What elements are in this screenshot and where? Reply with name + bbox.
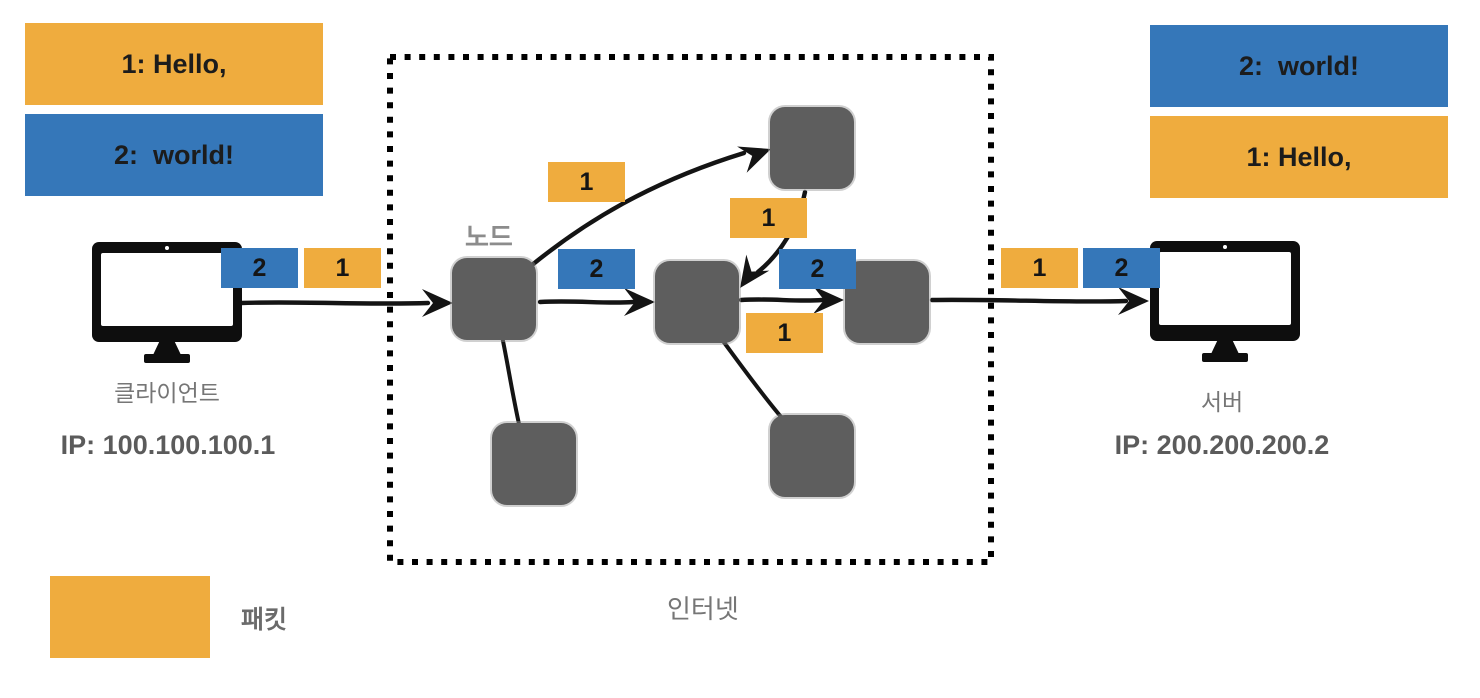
client-ip-label: IP: 100.100.100.1: [60, 430, 276, 460]
client-monitor-icon: [92, 242, 242, 368]
router-node-2: [655, 261, 739, 343]
monitor-camera-dot: [165, 246, 169, 250]
arrow-node1-to-node2: [537, 299, 636, 305]
arrow-node3-to-server: [929, 297, 1129, 304]
router-node-bottom-left: [492, 423, 576, 505]
monitor-stand-base: [144, 354, 190, 363]
packet-server-2: 2: [1083, 248, 1160, 288]
packet-below-node2-1: 1: [746, 313, 823, 353]
router-node-top: [770, 107, 854, 189]
arrow-node2-to-node3: [738, 297, 825, 303]
client-message-1: 1: Hello,: [25, 23, 323, 105]
monitor-stand-neck: [153, 342, 181, 355]
monitor-stand-neck: [1211, 341, 1239, 354]
packet-curve-1: 1: [548, 162, 625, 202]
monitor-camera-dot: [1223, 245, 1227, 249]
server-message-2: 2: world!: [1150, 25, 1448, 107]
arrowhead-node3-server: [1118, 287, 1149, 315]
packet-server-1: 1: [1001, 248, 1078, 288]
server-monitor-icon: [1150, 241, 1300, 367]
link-node1-bottomleft: [500, 334, 521, 426]
internet-label: 인터넷: [667, 594, 739, 624]
monitor-screen: [101, 253, 233, 326]
router-node-bottom-right: [770, 415, 854, 497]
packet-node2-node3-2: 2: [779, 249, 856, 289]
arrowhead-client-node1: [422, 289, 453, 317]
arrowhead-node2-node3: [813, 286, 844, 314]
monitor-screen: [1159, 252, 1291, 325]
server-label: 서버: [1200, 389, 1244, 415]
packet-client-2: 2: [221, 248, 298, 288]
arrowhead-node1-node2: [624, 288, 655, 316]
packet-node1-node2-2: 2: [558, 249, 635, 289]
server-message-1: 1: Hello,: [1150, 116, 1448, 198]
arrow-client-to-node1: [238, 300, 431, 306]
server-ip-label: IP: 200.200.200.2: [1114, 430, 1330, 460]
router-node-3: [845, 261, 929, 343]
client-message-2: 2: world!: [25, 114, 323, 196]
router-node-1: [452, 258, 536, 340]
client-label: 클라이언트: [114, 380, 220, 406]
legend-packet-swatch: [50, 576, 210, 658]
monitor-stand-base: [1202, 353, 1248, 362]
packet-client-1: 1: [304, 248, 381, 288]
node-label: 노드: [465, 222, 513, 252]
legend-packet-label: 패킷: [241, 606, 288, 634]
packet-topnode-1: 1: [730, 198, 807, 238]
